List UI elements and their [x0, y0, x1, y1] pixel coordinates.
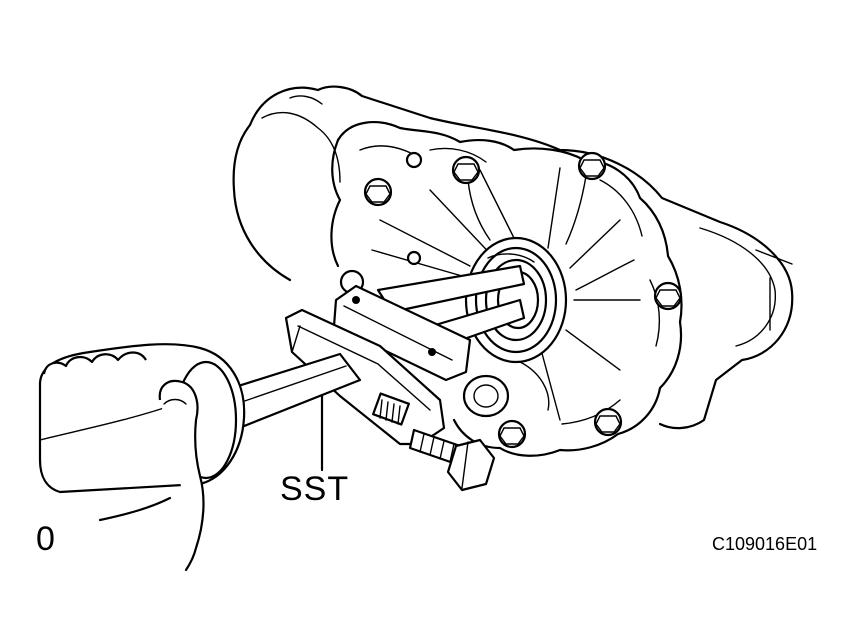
bolt — [363, 177, 393, 207]
sst-tool-label: SST — [280, 470, 350, 508]
flange-bolts — [339, 151, 683, 449]
bolt — [577, 151, 607, 181]
bolt — [405, 151, 423, 169]
figure-code-label: C109016E01 — [712, 534, 818, 554]
hand-gripping-hammer — [38, 343, 246, 572]
marker-label: 0 — [36, 520, 55, 558]
sst-seal-puller — [284, 264, 526, 492]
transfer-case-housing — [232, 85, 794, 457]
lower-boss — [462, 361, 550, 418]
bolt — [653, 281, 683, 311]
bolt — [497, 419, 527, 449]
output-shaft-oil-seal — [464, 236, 568, 364]
bolt — [406, 250, 422, 266]
bolt — [451, 155, 481, 185]
bolt — [593, 407, 623, 437]
